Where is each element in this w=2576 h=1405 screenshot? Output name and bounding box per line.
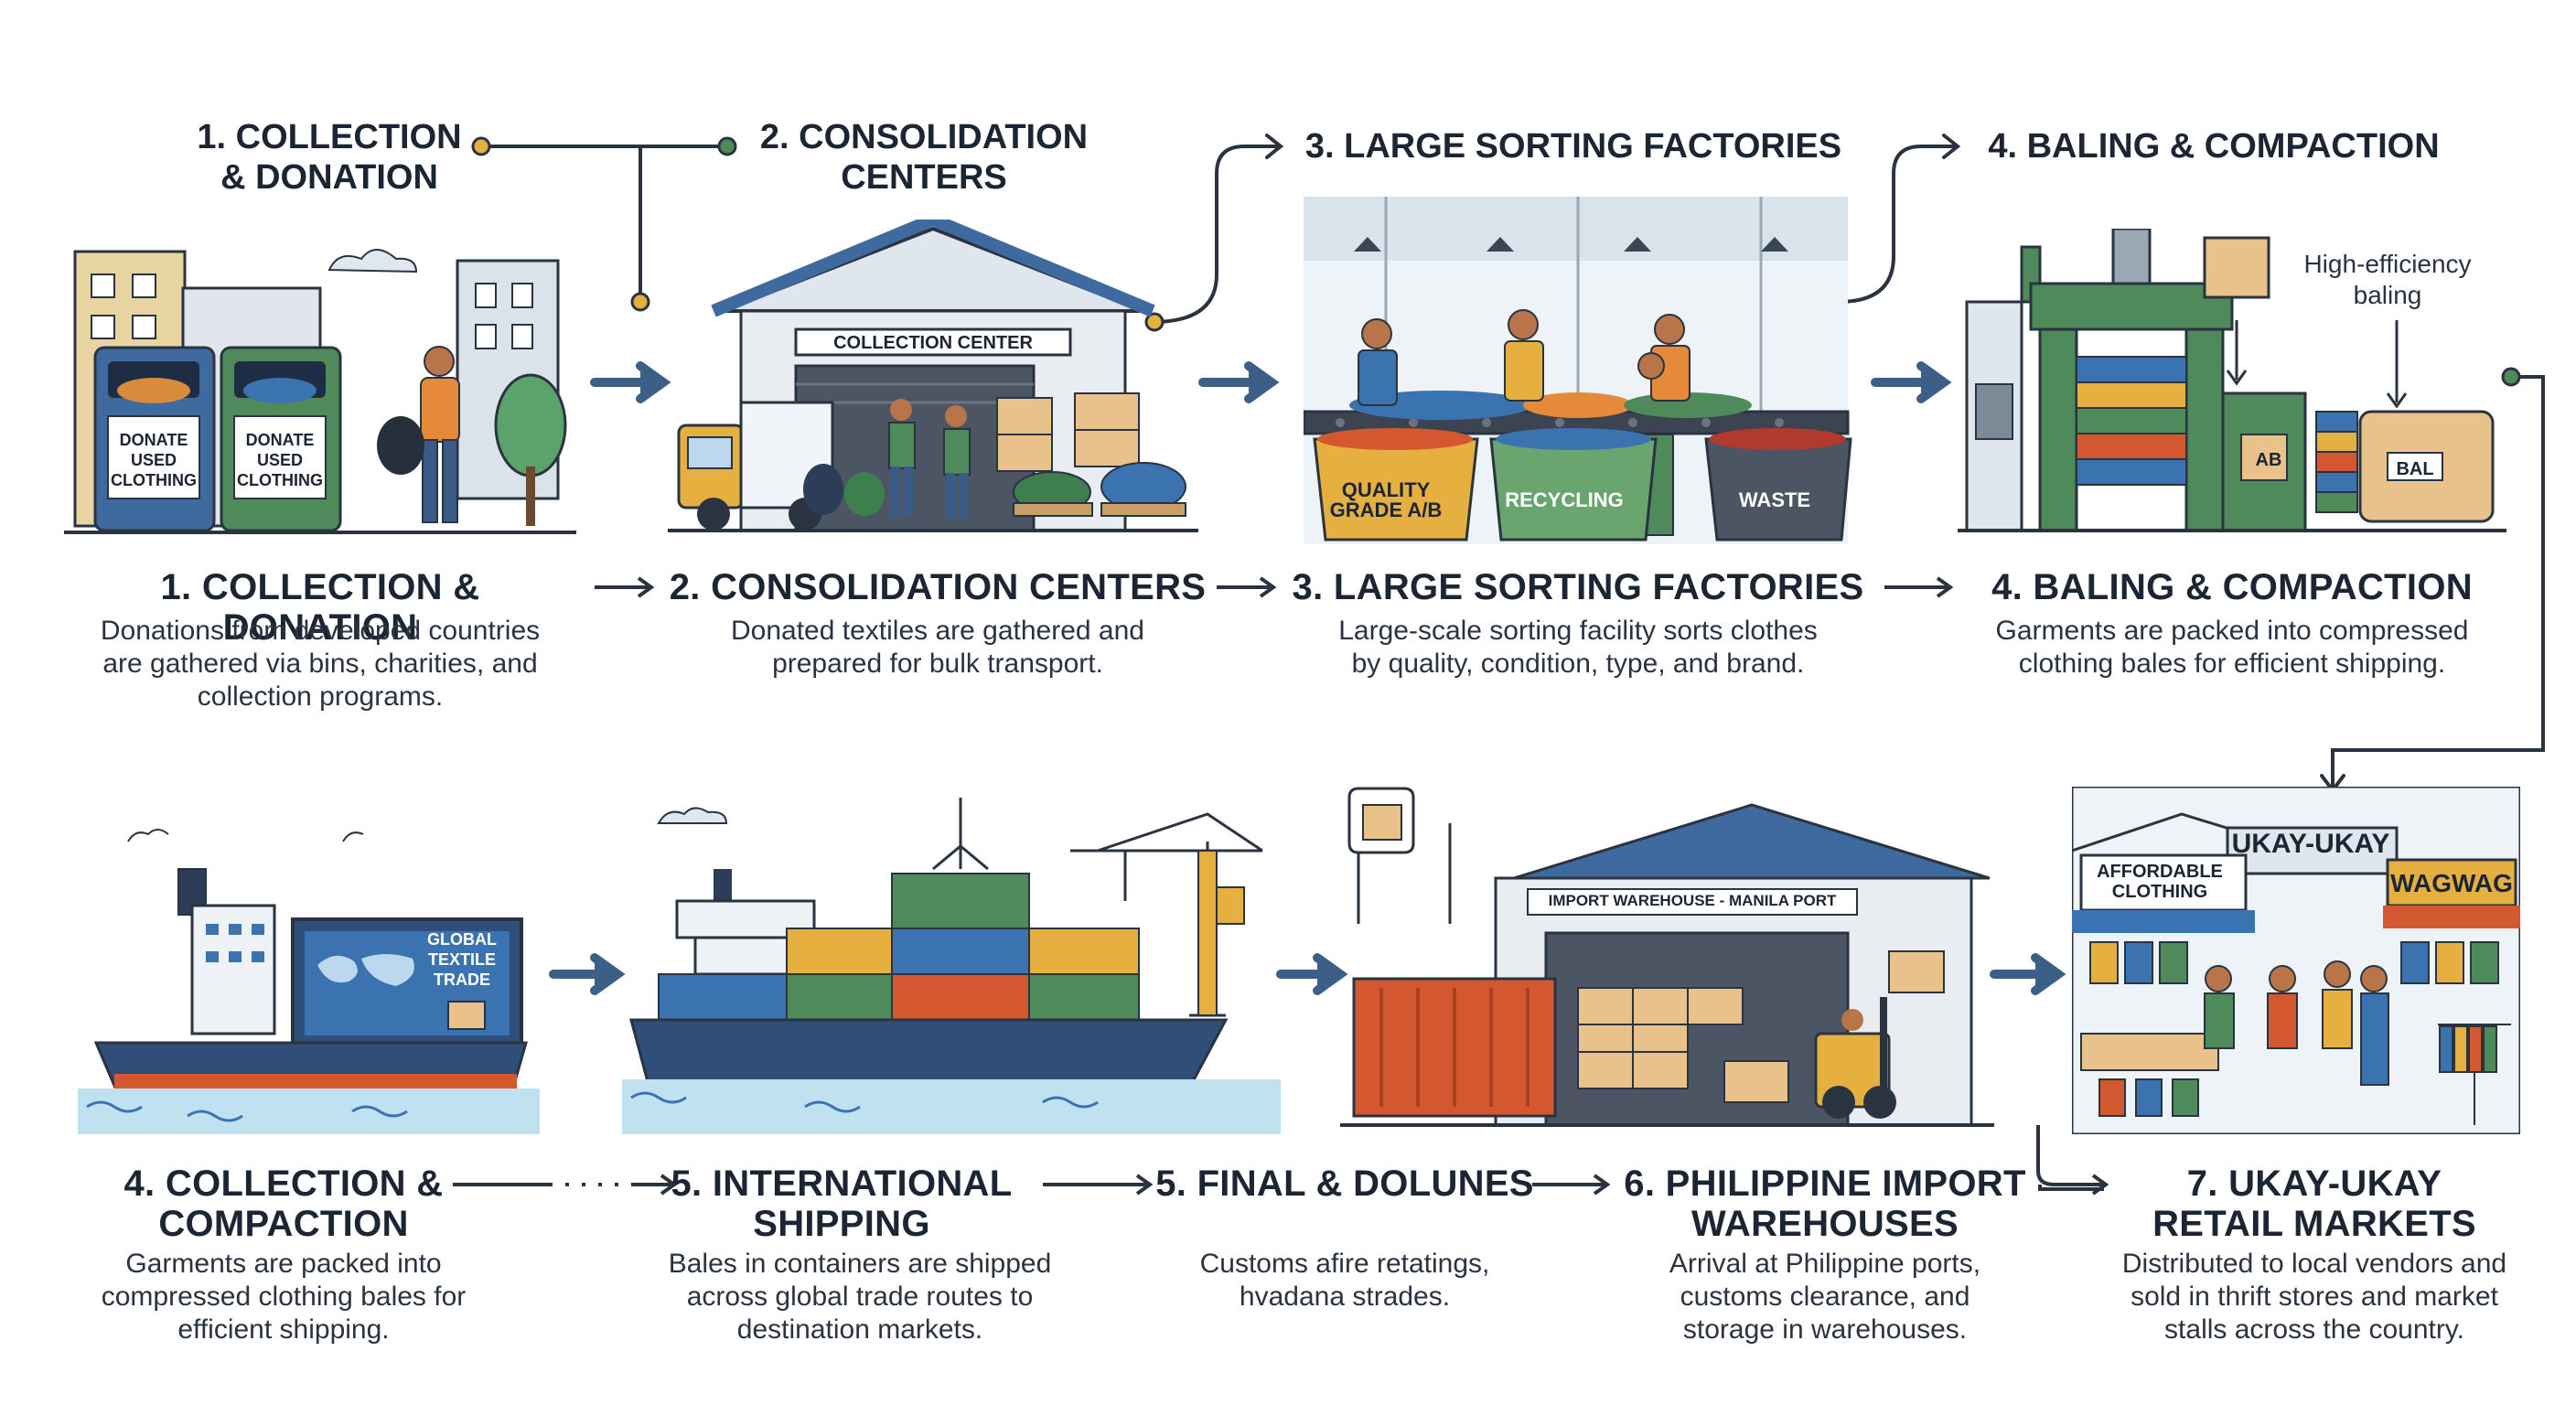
bin-label-1: DONATE USED CLOTHING bbox=[111, 431, 197, 489]
bin-label-2: DONATE USED CLOTHING bbox=[237, 431, 323, 489]
step5-title: 5. INTERNATIONAL SHIPPING bbox=[671, 1164, 1013, 1244]
top-heading-consolidation: 2. CONSOLIDATION CENTERS bbox=[759, 118, 1089, 197]
scene-cargo-ship-global bbox=[78, 829, 540, 1134]
step4-desc: Garments are packed into compressed clot… bbox=[1995, 616, 2469, 679]
scene-container-ship bbox=[622, 798, 1281, 1134]
step4-title: 4. BALING & COMPACTION bbox=[1991, 567, 2473, 607]
ukay-market-sign: UKAY-UKAY bbox=[2231, 829, 2390, 859]
step7-desc: Distributed to local vendors and sold in… bbox=[2121, 1249, 2507, 1345]
step4b-title: 4. COLLECTION & COMPACTION bbox=[123, 1164, 444, 1244]
top-heading-sorting: 3. LARGE SORTING FACTORIES bbox=[1304, 127, 1842, 166]
step6-desc: Arrival at Philippine ports, customs cle… bbox=[1669, 1249, 1981, 1345]
step5b-title: 5. FINAL & DOLUNES bbox=[1155, 1164, 1534, 1204]
bale-label-bal: BAL bbox=[2396, 459, 2434, 479]
bin-label-quality: QUALITY GRADE A/B bbox=[1329, 478, 1443, 521]
top-heading-baling: 4. BALING & COMPACTION bbox=[1988, 127, 2440, 166]
top-heading-collection: 1. COLLECTION & DONATION bbox=[197, 118, 462, 197]
bin-label-recycling: RECYCLING bbox=[1505, 488, 1624, 511]
step5b-desc: Customs afire retatings, hvadana strades… bbox=[1199, 1249, 1490, 1312]
wagwag-sign: WAGWAG bbox=[2390, 869, 2513, 897]
scene-collection-center bbox=[668, 220, 1198, 532]
scene-import-warehouse bbox=[1340, 787, 1994, 1127]
step1-desc: Donations from developed countries are g… bbox=[100, 616, 541, 712]
step3-title: 3. LARGE SORTING FACTORIES bbox=[1292, 567, 1864, 607]
step1-title: 1. COLLECTION & DONATION bbox=[160, 567, 480, 648]
import-warehouse-sign: IMPORT WAREHOUSE - MANILA PORT bbox=[1548, 892, 1837, 909]
step2-title: 2. CONSOLIDATION CENTERS bbox=[669, 567, 1207, 607]
step4b-desc: Garments are packed into compressed clot… bbox=[101, 1249, 467, 1345]
scene-sorting-factory bbox=[1304, 197, 1852, 544]
step2-desc: Donated textiles are gathered and prepar… bbox=[731, 616, 1144, 679]
bale-label-ab: AB bbox=[2255, 450, 2282, 470]
bin-label-waste: WASTE bbox=[1738, 488, 1811, 511]
step3-desc: Large-scale sorting facility sorts cloth… bbox=[1338, 616, 1818, 679]
scene-ukay-market bbox=[2072, 787, 2520, 1134]
baling-note: High-efficiency baling bbox=[2303, 250, 2472, 309]
global-trade-sign: GLOBAL TEXTILE TRADE bbox=[427, 930, 497, 989]
scene-collection-bins bbox=[64, 249, 576, 534]
step7-title: 7. UKAY-UKAY RETAIL MARKETS bbox=[2152, 1164, 2476, 1244]
scene-baling-press bbox=[1958, 229, 2506, 532]
affordable-clothing-sign: AFFORDABLE CLOTHING bbox=[2097, 862, 2223, 902]
step5-desc: Bales in containers are shipped across g… bbox=[668, 1249, 1052, 1345]
collection-center-sign: COLLECTION CENTER bbox=[833, 333, 1033, 353]
step6-title: 6. PHILIPPINE IMPORT WAREHOUSES bbox=[1624, 1164, 2026, 1244]
